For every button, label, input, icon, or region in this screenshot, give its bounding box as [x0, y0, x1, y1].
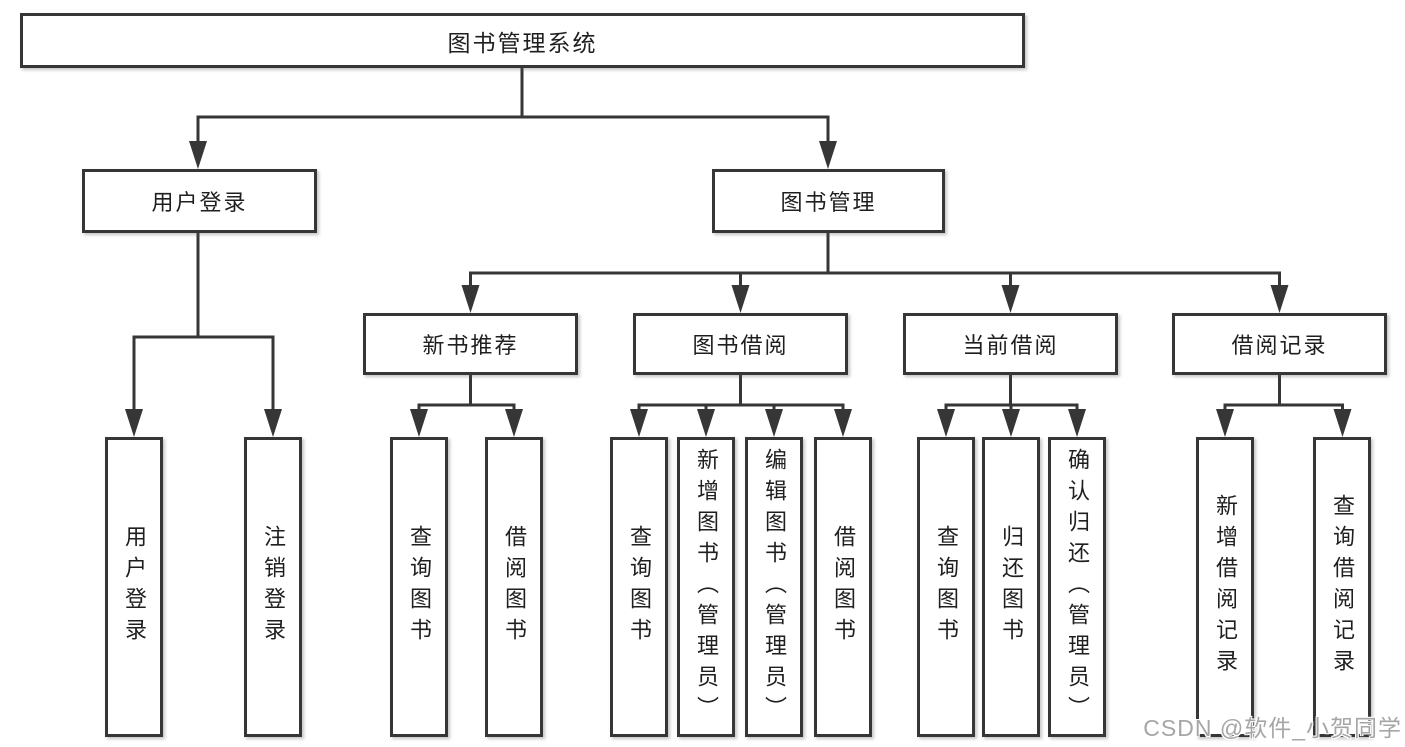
- csdn-watermark: CSDN @软件_小贺同学: [1143, 715, 1402, 741]
- arrow-down-icon: [505, 409, 523, 437]
- leaf-borrow-books: 借阅图书: [814, 437, 872, 737]
- arrow-down-icon: [731, 285, 750, 313]
- leaf-confirm-return-admin: 确认归还（管理员）: [1048, 437, 1106, 737]
- node-label: 新增图书（管理员）: [694, 447, 719, 727]
- arrow-down-icon: [264, 409, 282, 437]
- node-label: 归还图书: [999, 525, 1024, 649]
- node-current-borrowing: 当前借阅: [903, 313, 1118, 375]
- arrow-down-icon: [410, 409, 428, 437]
- arrow-down-icon: [1002, 409, 1020, 437]
- node-label: 图书管理: [780, 190, 877, 215]
- node-label: 用户登录: [151, 190, 248, 215]
- arrow-down-icon: [1333, 409, 1352, 437]
- node-label: 新增借阅记录: [1213, 494, 1238, 680]
- node-label: 图书借阅: [692, 333, 789, 358]
- node-label: 用户登录: [122, 525, 147, 649]
- arrow-down-icon: [189, 141, 207, 169]
- arrow-down-icon: [461, 285, 480, 313]
- node-label: 当前借阅: [962, 333, 1059, 358]
- node-new-book-recommendation: 新书推荐: [363, 313, 578, 375]
- arrow-down-icon: [819, 141, 837, 169]
- node-label: 借阅图书: [502, 525, 527, 649]
- node-label: 图书管理系统: [447, 29, 598, 56]
- node-library-management-system: 图书管理系统: [20, 13, 1025, 68]
- node-label: 编辑图书（管理员）: [762, 447, 787, 727]
- leaf-logout: 注销登录: [244, 437, 302, 737]
- arrow-down-icon: [1216, 409, 1234, 437]
- leaf-return-books: 归还图书: [982, 437, 1040, 737]
- arrow-down-icon: [1001, 285, 1020, 313]
- leaf-query-books-borrow: 查询图书: [610, 437, 668, 737]
- leaf-edit-books-admin: 编辑图书（管理员）: [745, 437, 803, 737]
- arrow-down-icon: [630, 409, 648, 437]
- node-label: 查询图书: [407, 525, 432, 649]
- node-book-management: 图书管理: [712, 169, 945, 233]
- arrow-down-icon: [765, 409, 783, 437]
- node-label: 查询图书: [934, 525, 959, 649]
- node-label: 查询图书: [627, 525, 652, 649]
- node-label: 注销登录: [261, 525, 286, 649]
- leaf-add-books-admin: 新增图书（管理员）: [677, 437, 735, 737]
- node-user-login: 用户登录: [82, 169, 317, 233]
- leaf-borrow-books-recommend: 借阅图书: [485, 437, 543, 737]
- leaf-add-borrow-record: 新增借阅记录: [1196, 437, 1254, 737]
- node-borrowing-records: 借阅记录: [1172, 313, 1387, 375]
- node-label: 确认归还（管理员）: [1065, 447, 1090, 727]
- arrow-down-icon: [1068, 409, 1086, 437]
- node-label: 查询借阅记录: [1330, 494, 1355, 680]
- arrow-down-icon: [834, 409, 852, 437]
- leaf-query-borrow-record: 查询借阅记录: [1313, 437, 1371, 737]
- leaf-user-login: 用户登录: [105, 437, 163, 737]
- arrow-down-icon: [1270, 285, 1289, 313]
- arrow-down-icon: [937, 409, 955, 437]
- arrow-down-icon: [125, 409, 143, 437]
- leaf-query-books-current: 查询图书: [917, 437, 975, 737]
- leaf-query-books-recommend: 查询图书: [390, 437, 448, 737]
- node-book-borrowing: 图书借阅: [633, 313, 848, 375]
- node-label: 借阅记录: [1231, 333, 1328, 358]
- node-label: 借阅图书: [831, 525, 856, 649]
- node-label: 新书推荐: [422, 333, 519, 358]
- arrow-down-icon: [697, 409, 715, 437]
